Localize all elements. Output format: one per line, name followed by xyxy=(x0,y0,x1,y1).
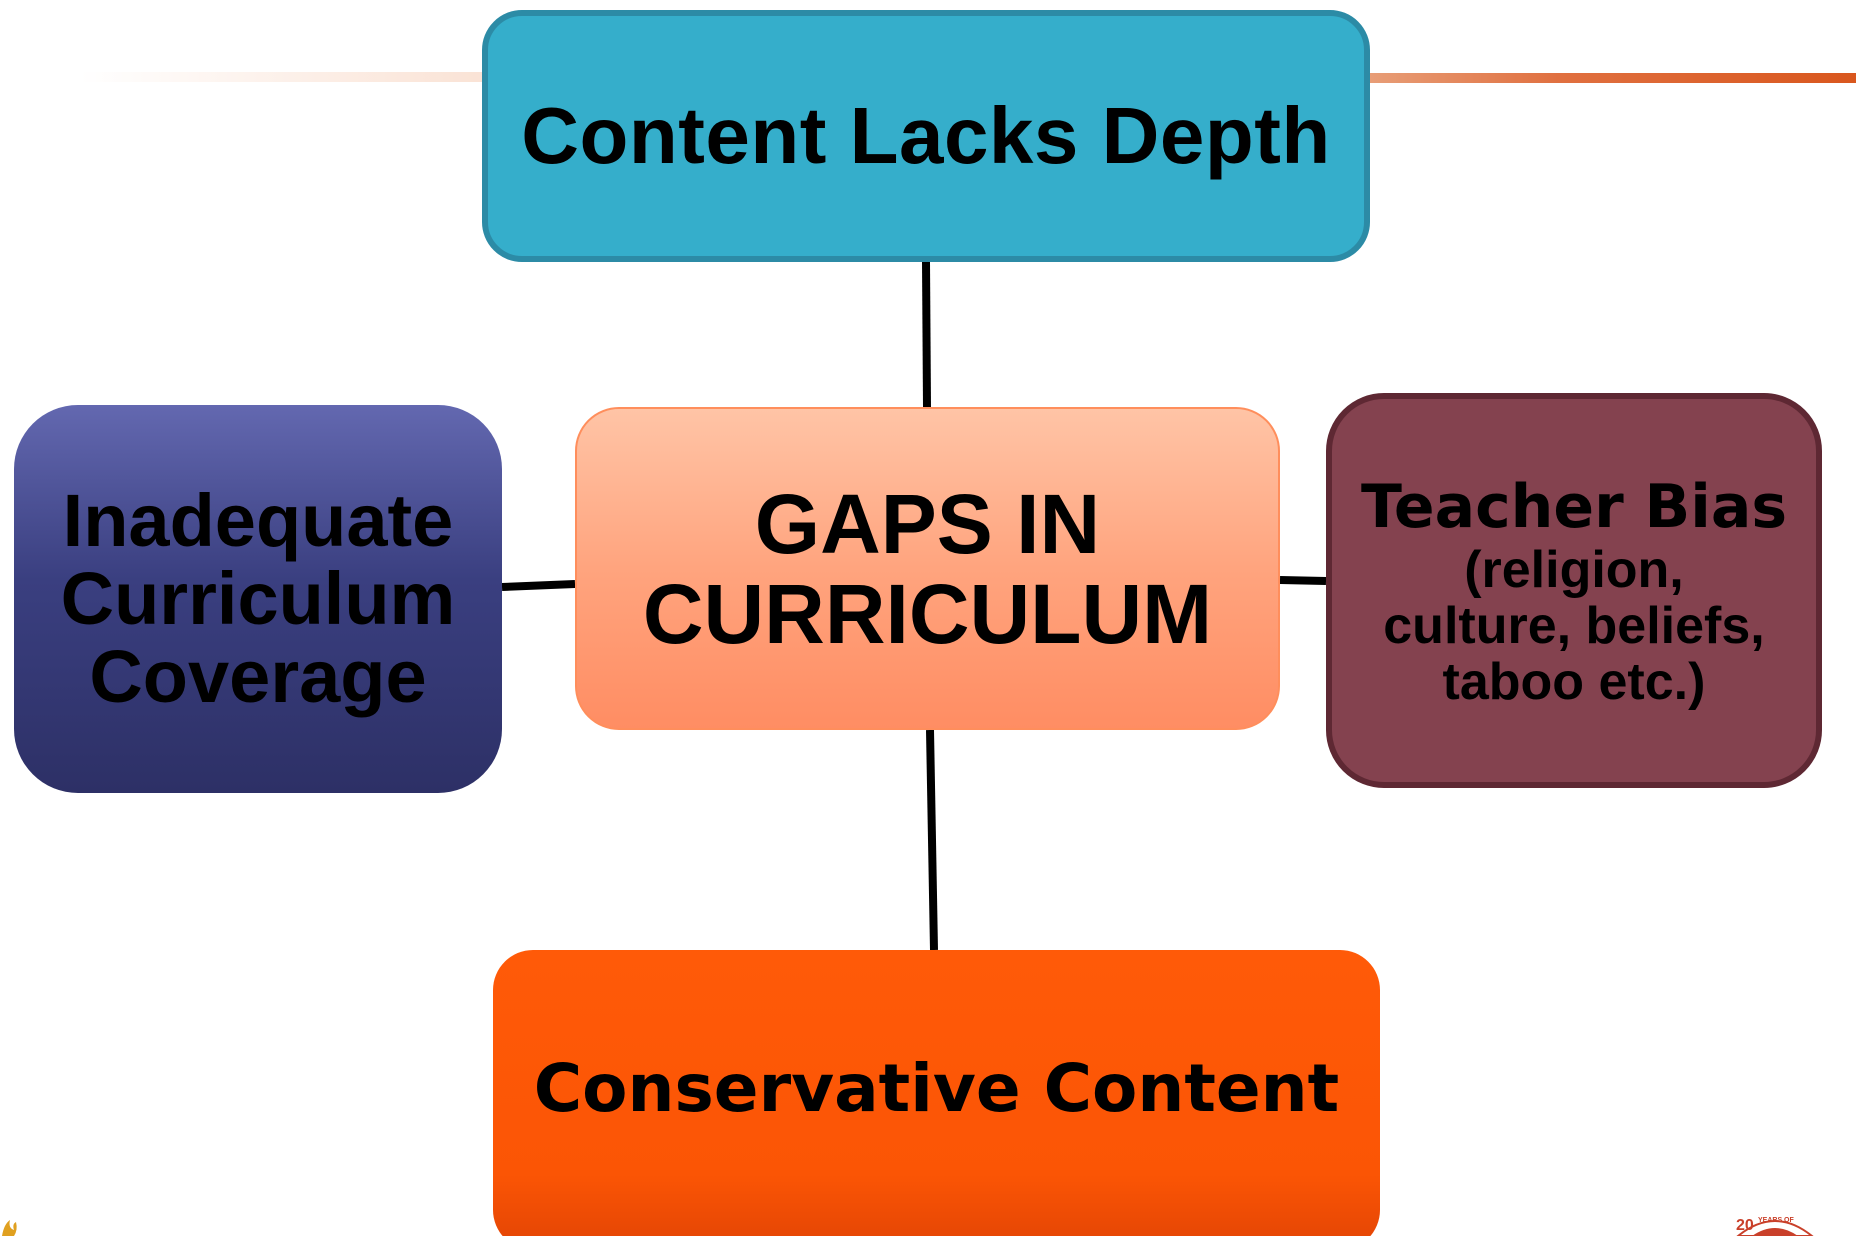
node-left-line-3: Coverage xyxy=(89,635,427,718)
node-center-line-1: GAPS IN xyxy=(754,476,1101,571)
connector-bottom xyxy=(926,729,938,951)
node-conservative-content: Conservative Content xyxy=(493,950,1380,1236)
seal-text: YEARS OF xyxy=(1758,1217,1795,1224)
connector-top xyxy=(922,261,931,408)
node-gaps-in-curriculum: GAPS IN CURRICULUM xyxy=(575,407,1280,730)
node-bottom-label: Conservative Content xyxy=(533,1050,1340,1127)
node-right-sub: (religion, culture, beliefs, taboo etc.) xyxy=(1383,542,1764,710)
seal-number: 20 xyxy=(1736,1217,1754,1234)
decorative-line-right xyxy=(1360,73,1856,83)
node-left-line-1: Inadequate xyxy=(62,479,454,562)
node-content-lacks-depth: Content Lacks Depth xyxy=(482,10,1370,262)
node-right-sub-line-2: culture, beliefs, xyxy=(1383,596,1765,655)
node-inadequate-coverage: Inadequate Curriculum Coverage xyxy=(14,405,502,793)
connector-right xyxy=(1279,576,1327,585)
connector-left xyxy=(501,580,576,591)
node-center-line-2: CURRICULUM xyxy=(642,566,1213,661)
node-left-label: Inadequate Curriculum Coverage xyxy=(61,482,456,716)
node-right-sub-line-3: taboo etc.) xyxy=(1442,652,1706,711)
node-center-label: GAPS IN CURRICULUM xyxy=(643,479,1212,659)
flame-logo-icon xyxy=(2,1220,17,1236)
node-top-label: Content Lacks Depth xyxy=(521,91,1331,180)
node-right-title: Teacher Bias xyxy=(1360,471,1788,542)
node-left-line-2: Curriculum xyxy=(60,557,456,640)
node-teacher-bias: Teacher Bias (religion, culture, beliefs… xyxy=(1326,393,1822,788)
node-right-sub-line-1: (religion, xyxy=(1464,540,1684,599)
decorative-line-left xyxy=(80,72,500,82)
anniversary-seal-icon: 20 YEARS OF xyxy=(1736,1217,1814,1236)
